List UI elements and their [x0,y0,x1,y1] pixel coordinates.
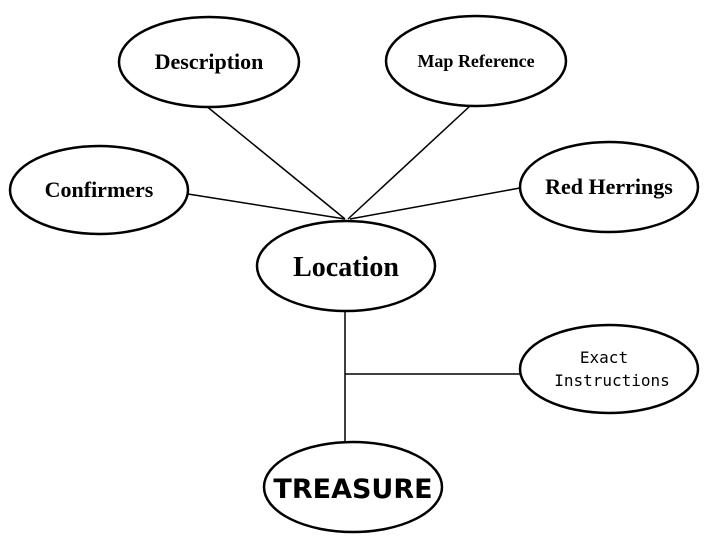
node-red-herrings-ellipse [518,140,700,234]
node-treasure-label: TREASURE [273,474,432,505]
node-description-label: Description [155,49,264,74]
node-description-ellipse [117,15,301,109]
node-map-reference: Map Reference [384,14,568,108]
node-exact-instructions-ellipse [518,323,700,415]
node-confirmers-ellipse [8,144,190,236]
node-treasure-ellipse [262,440,444,534]
node-treasure: TREASURE [262,440,444,534]
node-exact-instructions: Exact Instructions [518,323,700,415]
node-location-label: Location [293,252,399,283]
node-exact-instructions-label-line1: Exact [580,348,628,367]
node-confirmers: Confirmers [8,144,190,236]
node-location-ellipse [255,219,437,313]
node-location: Location [255,219,437,313]
edge-red-herrings-location [349,187,521,220]
edge-description-location [204,104,346,220]
edge-confirmers-location [187,193,346,220]
edge-map-reference-location [347,105,471,220]
node-map-reference-ellipse [384,14,568,108]
node-description: Description [117,15,301,109]
node-exact-instructions-label-line2: Instructions [554,371,670,390]
node-red-herrings-label: Red Herrings [545,174,673,199]
node-map-reference-label: Map Reference [417,51,534,71]
node-confirmers-label: Confirmers [45,177,154,202]
node-red-herrings: Red Herrings [518,140,700,234]
